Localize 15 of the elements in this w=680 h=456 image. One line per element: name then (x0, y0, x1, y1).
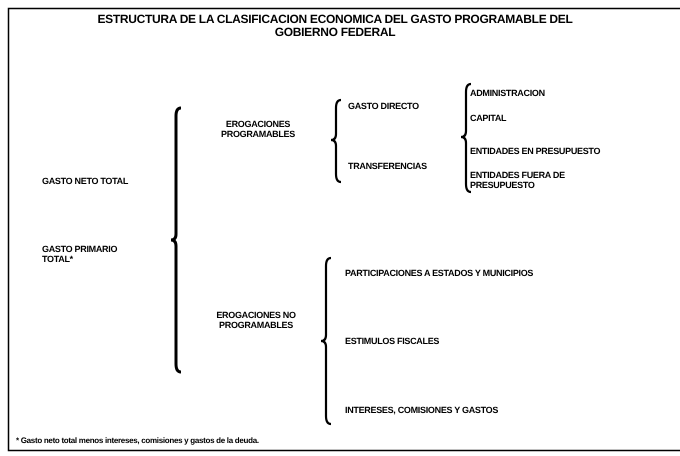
category-label: EROGACIONES NO PROGRAMABLES (215, 310, 297, 330)
category-label: EROGACIONES PROGRAMABLES (220, 119, 296, 139)
category-label: GASTO DIRECTO (348, 101, 420, 111)
category-label: TRANSFERENCIAS (348, 161, 428, 171)
category-label: CAPITAL (470, 113, 508, 123)
category-label: PARTICIPACIONES A ESTADOS Y MUNICIPIOS (345, 268, 534, 278)
title: ESTRUCTURA DE LA CLASIFICACION ECONOMICA DEL GASTO PROGRAMABLE DEL GOBIERNO FEDERAL (96, 13, 574, 39)
category-label: ENTIDADES FUERA DE PRESUPUESTO (470, 170, 566, 190)
category-label: ENTIDADES EN PRESUPUESTO (470, 146, 602, 156)
footnote: * Gasto neto total menos intereses, comisiones y gastos de la deuda. (16, 436, 259, 446)
category-label: ESTIMULOS FISCALES (345, 336, 440, 346)
category-label: GASTO NETO TOTAL (42, 176, 130, 186)
category-label: ADMINISTRACION (470, 88, 546, 98)
category-label: INTERESES, COMISIONES Y GASTOS (345, 405, 500, 415)
category-label: GASTO PRIMARIO TOTAL* (42, 244, 118, 264)
